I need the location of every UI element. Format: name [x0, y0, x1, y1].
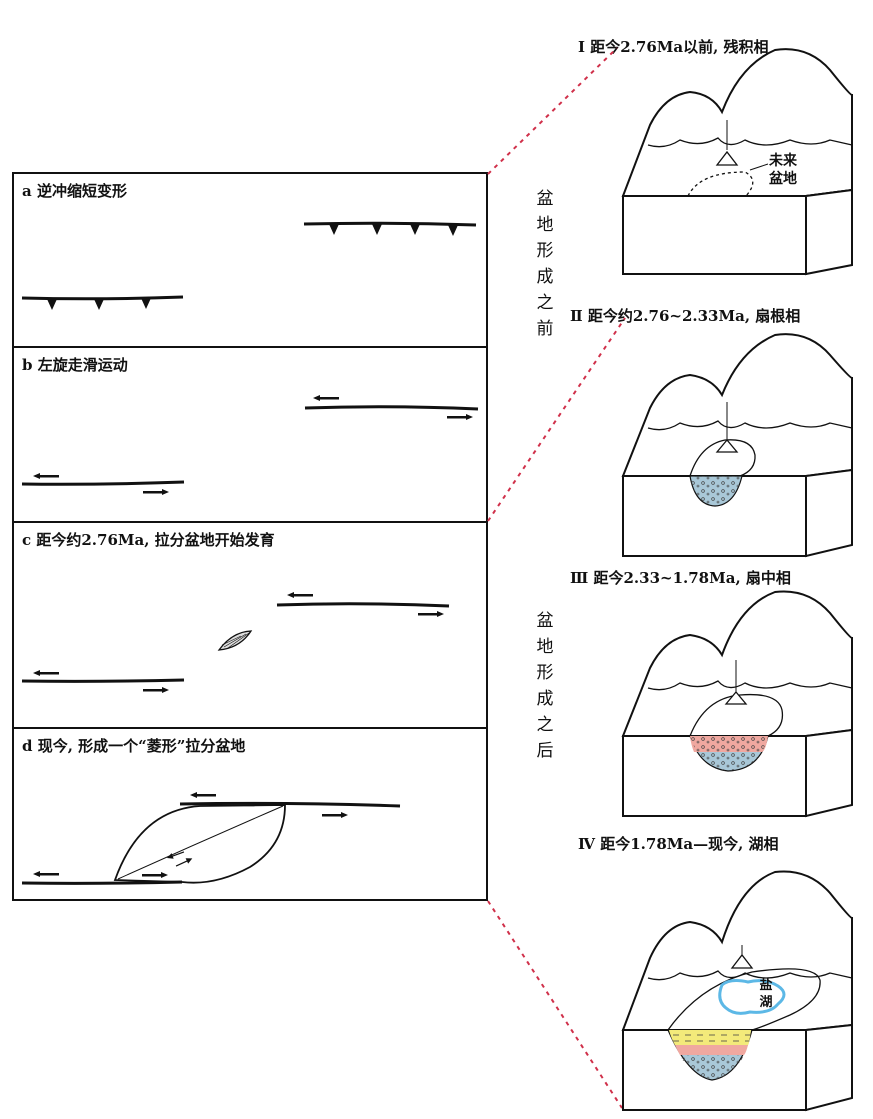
panel-d-label: d 现今, 形成一个“菱形”拉分盆地	[22, 737, 246, 755]
panel-b-label: b 左旋走滑运动	[22, 356, 128, 374]
thrust-fault-west	[21, 295, 184, 310]
salt-lake-label: 盐湖	[759, 978, 773, 1010]
incipient-basin-lens	[217, 630, 253, 651]
after-basin-label: 盆地形成之后	[536, 611, 554, 761]
rhomboid-basin	[21, 792, 401, 885]
block-diagram-stage-3	[621, 590, 853, 818]
thrust-fault-east	[303, 221, 477, 236]
stage-2-label: Ⅱ 距今约2.76~2.33Ma, 扇根相	[570, 307, 801, 325]
stage-3-label: Ⅲ 距今2.33~1.78Ma, 扇中相	[570, 569, 791, 587]
panel-a-label: a 逆冲缩短变形	[22, 182, 127, 200]
stage-1-label: Ⅰ 距今2.76Ma以前, 残积相	[578, 38, 769, 56]
strike-slip-west	[21, 473, 185, 495]
fault-pair-panel-c	[21, 592, 450, 693]
block-diagram-stage-4	[621, 870, 853, 1112]
stage-4-label: Ⅳ 距今1.78Ma—现今, 湖相	[578, 835, 779, 853]
panel-c-label: c 距今约2.76Ma, 拉分盆地开始发育	[22, 531, 275, 549]
panel-d: d 现今, 形成一个“菱形”拉分盆地	[12, 727, 488, 901]
connector-lines	[487, 47, 626, 1109]
block-diagram-stage-2	[621, 333, 853, 558]
before-basin-label: 盆地形成之前	[536, 189, 554, 339]
strike-slip-east	[304, 395, 479, 420]
future-basin-label: 未来盆地	[769, 153, 797, 187]
block-diagram-stage-1	[621, 48, 853, 276]
